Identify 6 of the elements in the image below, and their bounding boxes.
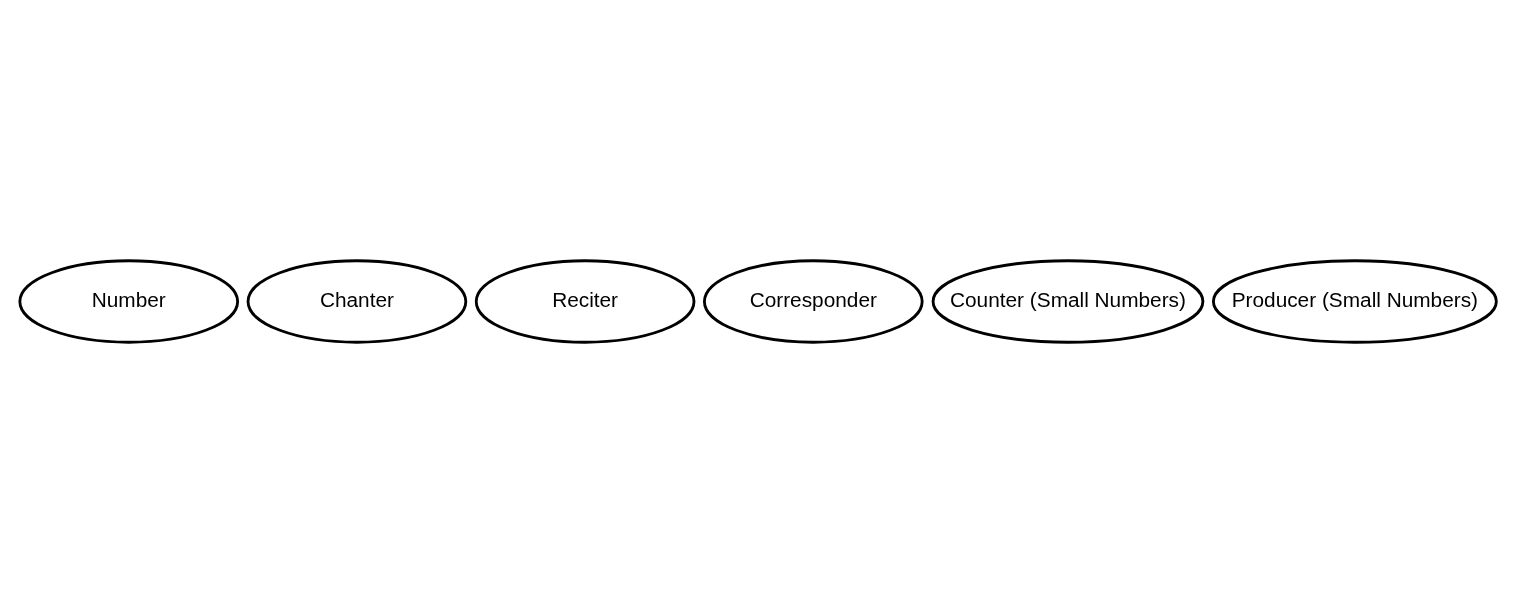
node-ellipse: Reciter	[474, 258, 696, 344]
node-ellipse: Counter (Small Numbers)	[931, 258, 1205, 344]
node-ellipse: Chanter	[246, 258, 468, 344]
node-ellipse: Corresponder	[703, 258, 924, 344]
node-ellipse: Producer (Small Numbers)	[1211, 258, 1498, 344]
node-ellipse: Number	[18, 258, 240, 344]
